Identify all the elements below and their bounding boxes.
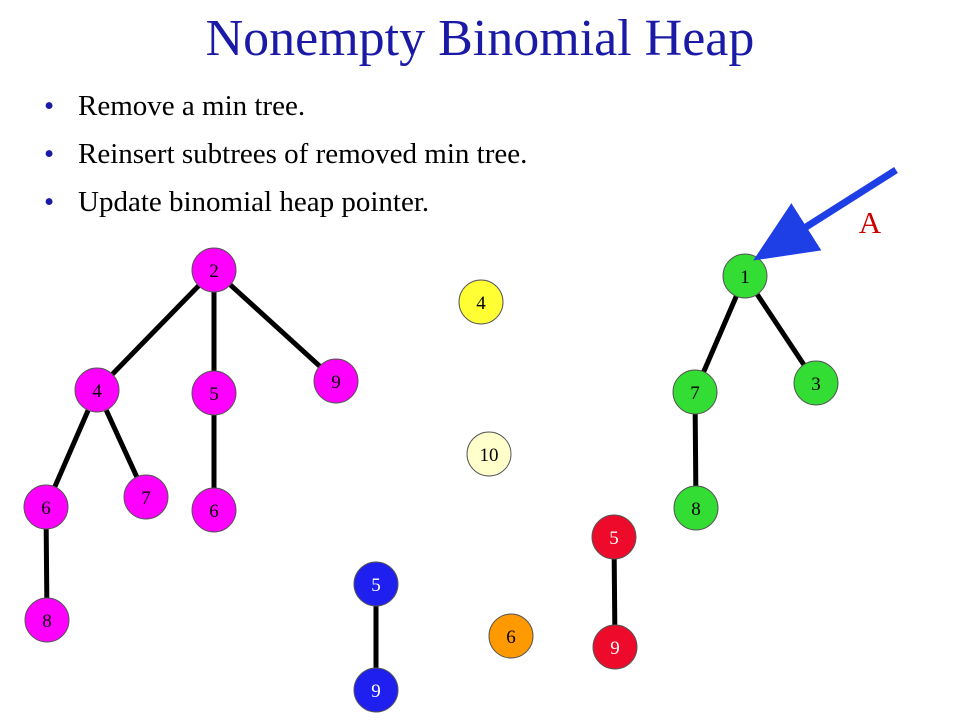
heap-node-label: 6 xyxy=(209,501,219,522)
heap-node: 5 xyxy=(591,514,637,560)
heap-node-label: 9 xyxy=(371,681,381,702)
heap-node: 9 xyxy=(353,667,399,713)
heap-node-circle xyxy=(313,358,359,404)
heap-node: 1 xyxy=(722,253,768,299)
heap-node-circle xyxy=(123,474,169,520)
tree-edge xyxy=(611,558,618,626)
bullet-item: • Reinsert subtrees of removed min tree. xyxy=(40,130,527,178)
heap-node-label: 10 xyxy=(480,445,499,466)
heap-node: 4 xyxy=(458,279,504,325)
heap-node-label: 8 xyxy=(42,611,52,632)
heap-node: 9 xyxy=(592,624,638,670)
heap-node-circle xyxy=(591,514,637,560)
heap-node-label: 7 xyxy=(690,383,700,404)
heap-node: 7 xyxy=(672,369,718,415)
heap-node-circle xyxy=(353,561,399,607)
heap-node-label: 6 xyxy=(506,627,516,648)
bullet-dot-icon: • xyxy=(44,186,55,218)
bullet-item: • Remove a min tree. xyxy=(40,82,527,130)
heap-node-label: 8 xyxy=(691,499,701,520)
heap-node: 4 xyxy=(74,367,120,413)
heap-node-circle xyxy=(24,597,70,643)
heap-node: 3 xyxy=(793,360,839,406)
node-layer: 2 4 5 9 6 7 6 8 4 10 1 7 3 8 5 9 5 9 6 xyxy=(23,247,839,713)
tree-edge xyxy=(43,528,50,599)
heap-node-circle xyxy=(191,370,237,416)
heap-node-circle xyxy=(793,360,839,406)
heap-node: 8 xyxy=(673,485,719,531)
heap-node-label: 2 xyxy=(209,261,219,282)
heap-node-label: 3 xyxy=(811,374,821,395)
heap-node: 5 xyxy=(191,370,237,416)
heap-node-circle xyxy=(673,485,719,531)
heap-node-circle xyxy=(466,431,512,477)
tree-edge xyxy=(228,282,322,369)
bullet-text: Update binomial heap pointer. xyxy=(78,186,430,218)
heap-node-label: 4 xyxy=(476,293,486,314)
heap-node: 7 xyxy=(123,474,169,520)
tree-edge xyxy=(52,409,91,488)
tree-edge xyxy=(692,413,699,487)
heap-node-label: 7 xyxy=(141,488,151,509)
heap-node-label: 5 xyxy=(371,575,381,596)
heap-node-circle xyxy=(592,624,638,670)
edge-layer xyxy=(43,282,806,668)
heap-node-circle xyxy=(191,247,237,293)
heap-node-circle xyxy=(23,484,69,530)
heap-node-label: 1 xyxy=(740,267,750,288)
heap-node-circle xyxy=(74,367,120,413)
heap-node-circle xyxy=(722,253,768,299)
heap-node: 6 xyxy=(191,487,237,533)
bullet-text: Remove a min tree. xyxy=(78,90,306,122)
heap-node-label: 9 xyxy=(331,372,341,393)
heap-node: 2 xyxy=(191,247,237,293)
tree-edge xyxy=(103,408,140,479)
heap-node-label: 6 xyxy=(41,498,51,519)
bullet-list: • Remove a min tree. • Reinsert subtrees… xyxy=(40,82,527,226)
tree-edge xyxy=(755,292,806,367)
heap-pointer-label: A xyxy=(859,205,882,240)
bullet-dot-icon: • xyxy=(44,138,55,170)
heap-node: 5 xyxy=(353,561,399,607)
tree-edge xyxy=(701,295,739,373)
bullet-dot-icon: • xyxy=(44,90,55,122)
tree-edge xyxy=(110,284,201,376)
heap-node-circle xyxy=(353,667,399,713)
heap-node-circle xyxy=(672,369,718,415)
heap-node-circle xyxy=(458,279,504,325)
bullet-item: • Update binomial heap pointer. xyxy=(40,178,527,226)
heap-node: 6 xyxy=(23,484,69,530)
heap-node: 6 xyxy=(488,613,534,659)
heap-node-label: 4 xyxy=(92,381,102,402)
heap-node-circle xyxy=(191,487,237,533)
bullet-text: Reinsert subtrees of removed min tree. xyxy=(78,138,528,170)
heap-node-label: 5 xyxy=(209,384,219,405)
heap-node-label: 5 xyxy=(609,528,619,549)
heap-node-label: 9 xyxy=(610,638,620,659)
heap-node: 9 xyxy=(313,358,359,404)
heap-node: 8 xyxy=(24,597,70,643)
heap-pointer-arrow xyxy=(753,167,898,261)
slide-title: Nonempty Binomial Heap xyxy=(205,10,755,67)
heap-node: 10 xyxy=(466,431,512,477)
heap-node-circle xyxy=(488,613,534,659)
